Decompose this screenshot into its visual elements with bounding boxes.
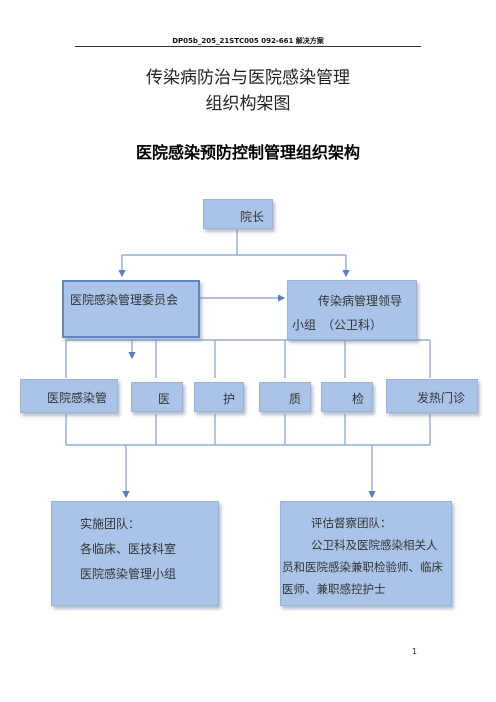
evaluation-team-line3: 医师、兼职感控护士	[282, 582, 386, 596]
leading-group-line2: 小组 （公卫科）	[292, 318, 383, 332]
infection-committee-label: 医院感染管理委员会	[70, 293, 179, 307]
dept-label-infection: 医院感染管	[47, 391, 108, 405]
leading-group-box: 传染病管理领导 小组 （公卫科）	[287, 280, 417, 340]
evaluation-team-title: 评估督察团队：	[311, 516, 392, 530]
dept-box-medical: 医	[131, 382, 183, 412]
dept-label-lab: 检	[352, 392, 365, 406]
dept-box-lab: 检	[321, 382, 373, 412]
document-title-line2: 组织构架图	[205, 94, 291, 114]
document-title-line1: 传染病防治与医院感染管理	[146, 68, 350, 88]
evaluation-team-line2: 员和医院感染兼职检验师、临床	[282, 560, 443, 574]
dept-label-fever-clinic: 发热门诊	[417, 391, 466, 405]
dept-box-infection: 医院感染管	[20, 379, 118, 413]
dept-label-nursing: 护	[223, 392, 236, 406]
evaluation-team-box: 评估督察团队： 公卫科及医院感染相关人 员和医院感染兼职检验师、临床 医师、兼职…	[280, 501, 452, 606]
president-label: 院长	[240, 210, 265, 224]
infection-committee-box: 医院感染管理委员会	[62, 280, 200, 338]
page-number: 1	[412, 647, 418, 656]
evaluation-team-line1: 公卫科及医院感染相关人	[311, 538, 438, 552]
header-divider	[75, 46, 421, 47]
implementation-team-line1: 各临床、医技科室	[80, 542, 177, 556]
implementation-team-box: 实施团队： 各临床、医技科室 医院感染管理小组	[51, 501, 219, 606]
dept-label-medical: 医	[158, 392, 171, 406]
president-box: 院长	[203, 199, 273, 229]
leading-group-line1: 传染病管理领导	[318, 294, 403, 308]
document-header: DP05b_205_21STC005 092-661 解决方案	[172, 37, 324, 45]
dept-box-nursing: 护	[194, 382, 244, 412]
dept-box-fever-clinic: 发热门诊	[386, 379, 478, 413]
implementation-team-line2: 医院感染管理小组	[80, 567, 177, 581]
implementation-team-title: 实施团队：	[80, 517, 141, 531]
dept-label-quality: 质	[289, 392, 302, 406]
dept-box-quality: 质	[259, 382, 311, 412]
chart-title: 医院感染预防控制管理组织架构	[135, 143, 360, 162]
